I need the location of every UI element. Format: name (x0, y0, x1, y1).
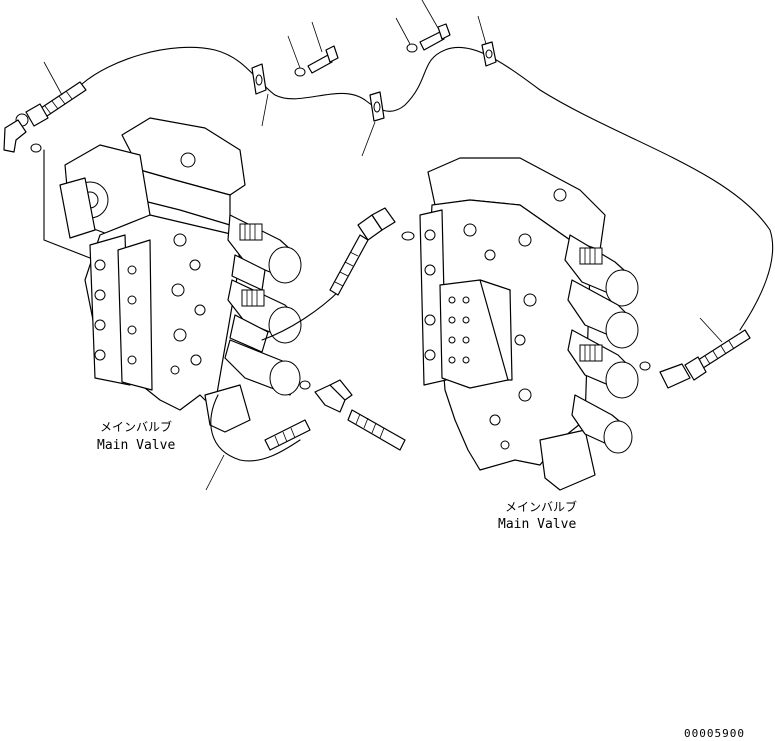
bottom-hose (264, 419, 311, 451)
left-valve-spools (224, 214, 302, 396)
right-valve-label-jp: メインバルブ (505, 499, 577, 514)
right-valve-label-en: Main Valve (498, 517, 576, 532)
left-valve-label-jp: メインバルブ (100, 419, 172, 434)
left-main-valve (59, 117, 302, 433)
drawing-number: 00005900 (684, 727, 745, 740)
tee-fitting (299, 379, 406, 451)
leader-lines (43, 0, 723, 491)
left-valve-label-en: Main Valve (97, 438, 175, 453)
right-valve-spools (564, 234, 639, 454)
right-main-valve (419, 157, 639, 491)
left-elbow-fitting (3, 119, 42, 153)
top-left-hose (15, 81, 87, 127)
right-valve-label: メインバルブ Main Valve (498, 499, 577, 532)
left-valve-label: メインバルブ Main Valve (97, 419, 175, 453)
center-left-hose (329, 207, 415, 296)
right-hose (639, 329, 751, 389)
tube-lines (43, 46, 774, 462)
clamps-and-bolts (251, 23, 497, 122)
